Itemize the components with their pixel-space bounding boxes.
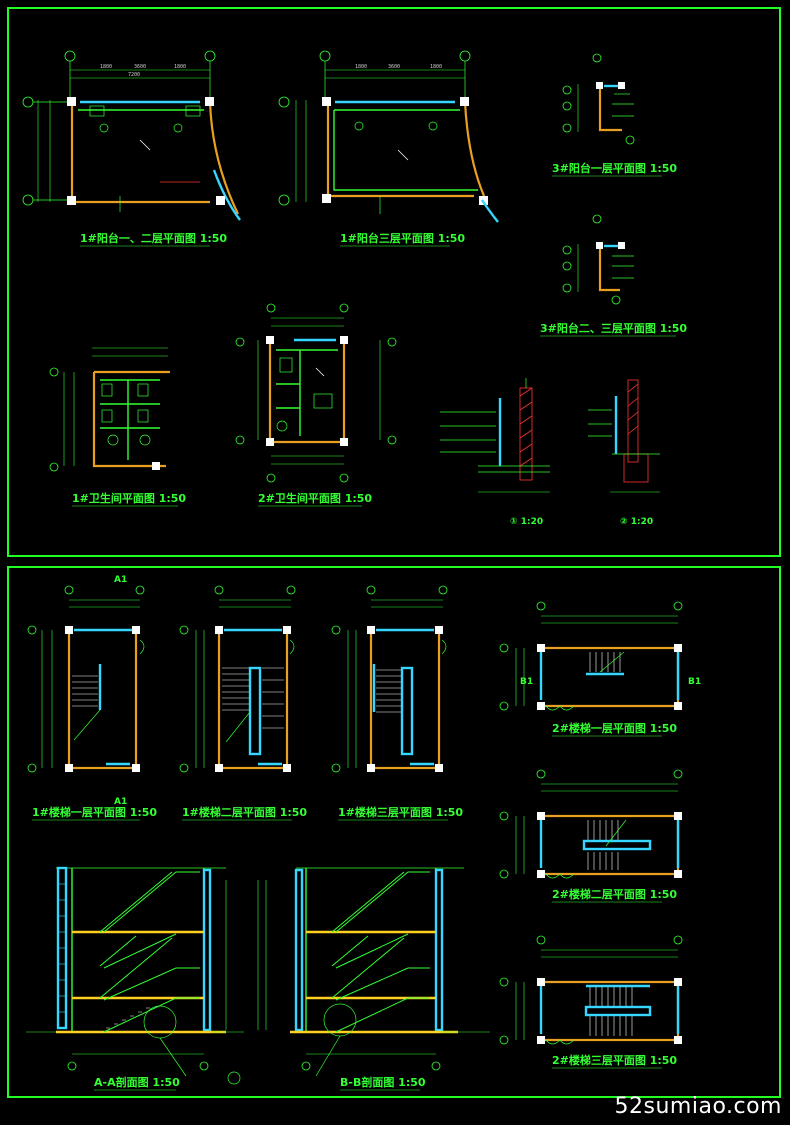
section-bb bbox=[257, 867, 490, 1077]
svg-text:3600: 3600 bbox=[388, 64, 400, 70]
title-balcony1-floor3: 1#阳台三层平面图 1:50 bbox=[340, 231, 465, 245]
section-aa bbox=[26, 866, 244, 1085]
balcony1-floor3-plan: 1800 3600 1800 bbox=[278, 50, 499, 223]
stair1-floor2-plan bbox=[179, 585, 296, 773]
watermark: 52sumiao.com bbox=[614, 1094, 782, 1119]
detail2-wall-section bbox=[588, 379, 660, 493]
title-stair2-floor2: 2#楼梯二层平面图 1:50 bbox=[552, 887, 677, 901]
svg-text:3600: 3600 bbox=[134, 64, 146, 70]
stair1-floor1-plan: A1 A1 bbox=[27, 575, 145, 807]
section-mark-b1-right: B1 bbox=[688, 677, 701, 687]
balcony3-floor23-plan bbox=[562, 214, 634, 305]
title-toilet1: 1#卫生间平面图 1:50 bbox=[72, 491, 186, 505]
title-stair1-floor3: 1#楼梯三层平面图 1:50 bbox=[338, 805, 463, 819]
balcony3-floor1-plan bbox=[562, 53, 635, 145]
title-stair2-floor3: 2#楼梯三层平面图 1:50 bbox=[552, 1053, 677, 1067]
detail1-wall-section bbox=[440, 378, 550, 493]
svg-text:7200: 7200 bbox=[128, 72, 140, 78]
title-toilet2: 2#卫生间平面图 1:50 bbox=[258, 491, 372, 505]
stair2-floor2-plan bbox=[499, 769, 683, 879]
section-mark-a1-bottom: A1 bbox=[114, 797, 127, 807]
title-section-aa: A-A剖面图 1:50 bbox=[94, 1075, 180, 1089]
balcony1-floor12-plan: 1800 3600 1800 7200 bbox=[22, 50, 241, 221]
section-mark-b1-left: B1 bbox=[520, 677, 533, 687]
svg-text:1800: 1800 bbox=[355, 64, 367, 70]
stair2-floor3-plan bbox=[499, 935, 683, 1045]
stair1-floor3-plan bbox=[331, 585, 448, 773]
title-balcony3-floor23: 3#阳台二、三层平面图 1:50 bbox=[540, 321, 687, 335]
title-stair2-floor1: 2#楼梯一层平面图 1:50 bbox=[552, 721, 677, 735]
title-stair1-floor2: 1#楼梯二层平面图 1:50 bbox=[182, 805, 307, 819]
section-mark-a1-top: A1 bbox=[114, 575, 127, 585]
title-detail1: ① 1:20 bbox=[510, 517, 543, 527]
title-stair1-floor1: 1#楼梯一层平面图 1:50 bbox=[32, 805, 157, 819]
title-balcony3-floor1: 3#阳台一层平面图 1:50 bbox=[552, 161, 677, 175]
lower-sheet-frame bbox=[7, 566, 781, 1098]
upper-sheet-frame bbox=[7, 7, 781, 557]
toilet1-plan bbox=[49, 347, 170, 472]
svg-text:1800: 1800 bbox=[430, 64, 442, 70]
title-balcony1-floor12: 1#阳台一、二层平面图 1:50 bbox=[80, 231, 227, 245]
stair2-floor1-plan: B1 B1 bbox=[499, 601, 701, 711]
svg-text:1800: 1800 bbox=[100, 64, 112, 70]
toilet2-plan bbox=[235, 303, 397, 483]
title-detail2: ② 1:20 bbox=[620, 517, 653, 527]
svg-text:1800: 1800 bbox=[174, 64, 186, 70]
title-section-bb: B-B剖面图 1:50 bbox=[340, 1075, 426, 1089]
